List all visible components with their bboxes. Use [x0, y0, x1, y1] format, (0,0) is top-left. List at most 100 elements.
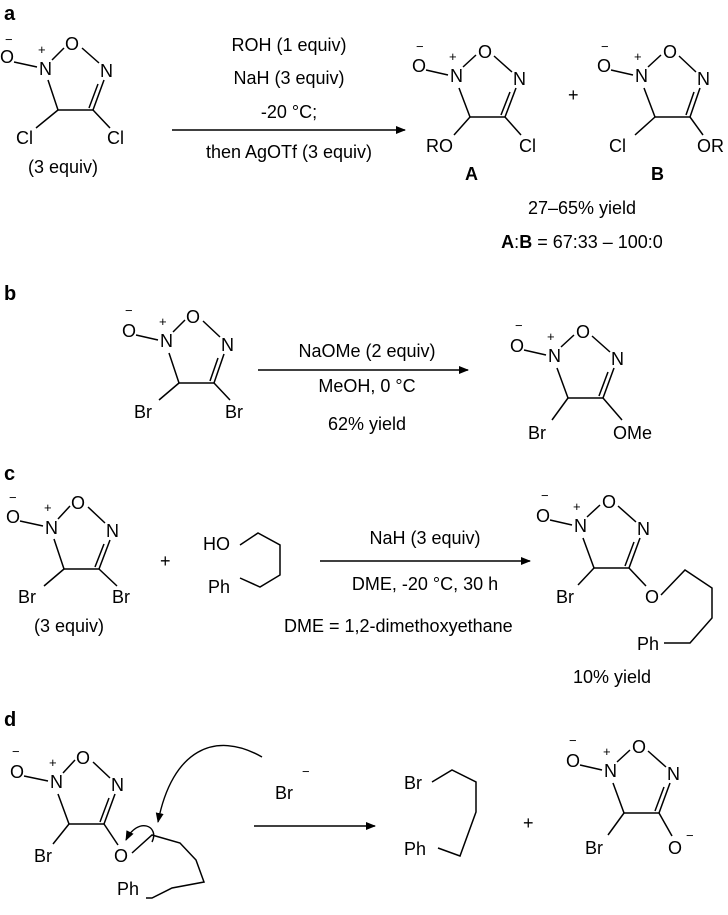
svg-text:OMe: OMe — [613, 423, 652, 443]
svg-text:N: N — [611, 349, 624, 369]
svg-text:−: − — [5, 32, 13, 47]
product-c: − O + N O N Br O Ph 10% yield — [536, 488, 713, 687]
panel-label-c: c — [4, 463, 15, 485]
svg-text:O: O — [10, 762, 24, 782]
svg-text:O: O — [186, 307, 200, 327]
svg-text:62% yield: 62% yield — [328, 414, 406, 434]
svg-text:Ph: Ph — [208, 577, 230, 597]
electron-arrow-cleavage — [125, 824, 155, 843]
equiv-label-c: (3 equiv) — [34, 616, 104, 636]
svg-text:−: − — [686, 828, 694, 843]
svg-text:Br: Br — [404, 773, 422, 793]
svg-text:O: O — [76, 748, 90, 768]
svg-text:N: N — [221, 335, 234, 355]
svg-text:O: O — [71, 493, 85, 513]
product-B: − O + N O N Cl OR B — [597, 39, 724, 184]
bromide-ion: Br − — [275, 764, 310, 803]
svg-text:Br: Br — [18, 587, 36, 607]
svg-text:Br: Br — [556, 587, 574, 607]
svg-text:MeOH, 0 °C: MeOH, 0 °C — [318, 376, 415, 396]
svg-text:+: + — [44, 500, 52, 515]
panel-b: b − O + N O N Br Br NaOMe (2 equiv) MeOH… — [4, 283, 652, 443]
svg-text:O: O — [478, 42, 492, 62]
svg-text:N: N — [697, 69, 710, 89]
svg-text:+: + — [159, 314, 167, 329]
svg-text:N: N — [450, 66, 463, 86]
product-b: − O + N O N Br OMe — [510, 318, 652, 443]
svg-text:O: O — [576, 322, 590, 342]
svg-text:+: + — [568, 85, 579, 105]
svg-text:−: − — [601, 39, 609, 54]
svg-text:O: O — [645, 587, 659, 607]
svg-text:−: − — [569, 733, 577, 748]
svg-text:+: + — [523, 813, 534, 833]
svg-text:Br: Br — [275, 783, 293, 803]
product-label-A: A — [465, 164, 478, 184]
electron-arrow-nucleophile — [155, 744, 263, 823]
svg-text:O: O — [122, 321, 136, 341]
svg-text:N: N — [604, 761, 617, 781]
svg-text:N: N — [111, 775, 124, 795]
dme-note: DME = 1,2-dimethoxyethane — [284, 616, 513, 636]
svg-text:O: O — [6, 507, 20, 527]
svg-text:N: N — [667, 764, 680, 784]
svg-text:Cl: Cl — [107, 128, 124, 148]
svg-text:DME, -20 °C, 30 h: DME, -20 °C, 30 h — [352, 574, 498, 594]
svg-text:Br: Br — [34, 846, 52, 866]
svg-text:Br: Br — [225, 402, 243, 422]
svg-text:O: O — [536, 506, 550, 526]
svg-text:−: − — [541, 488, 549, 503]
svg-text:O: O — [597, 56, 611, 76]
svg-text:N: N — [45, 518, 58, 538]
svg-text:+: + — [573, 499, 581, 514]
svg-text:Br: Br — [134, 402, 152, 422]
svg-text:−: − — [9, 490, 17, 505]
alcohol-c: HO Ph — [203, 532, 281, 597]
furoxan-start-a: O N + − O N Cl Cl (3 equiv) — [0, 32, 124, 177]
svg-text:+: + — [603, 744, 611, 759]
svg-text:Br: Br — [112, 587, 130, 607]
panel-label-b: b — [4, 283, 16, 305]
svg-text:OR: OR — [697, 136, 724, 156]
svg-text:O: O — [114, 846, 128, 866]
panel-label-a: a — [4, 3, 16, 25]
svg-text:O: O — [412, 56, 426, 76]
product-A: − O + N O N RO Cl A — [412, 39, 536, 184]
svg-text:N: N — [50, 772, 63, 792]
yield-c: 10% yield — [573, 667, 651, 687]
svg-text:−: − — [302, 764, 310, 779]
svg-text:O: O — [663, 42, 677, 62]
ratio-a: A:B = 67:33 – 100:0 — [501, 232, 663, 252]
svg-text:N: N — [106, 521, 119, 541]
svg-text:O: O — [566, 751, 580, 771]
svg-text:+: + — [49, 755, 57, 770]
panel-c: c − O + N O N Br Br (3 equiv) + HO Ph — [4, 463, 713, 687]
product-label-B: B — [651, 164, 664, 184]
svg-text:Ph: Ph — [637, 634, 659, 654]
svg-text:Ph: Ph — [404, 839, 426, 859]
furoxan-start-c: − O + N O N Br Br (3 equiv) — [6, 490, 130, 636]
svg-text:ROH (1 equiv): ROH (1 equiv) — [231, 35, 346, 55]
equiv-label-a: (3 equiv) — [28, 157, 98, 177]
svg-text:Cl: Cl — [609, 136, 626, 156]
svg-text:−: − — [12, 744, 20, 759]
svg-text:+: + — [634, 49, 642, 64]
yield-a: 27–65% yield — [528, 198, 636, 218]
svg-text:O: O — [0, 47, 14, 67]
svg-text:−: − — [416, 39, 424, 54]
svg-text:+: + — [160, 551, 171, 571]
svg-text:N: N — [637, 519, 650, 539]
furoxanolate-product: − O + N O N Br O − — [566, 733, 694, 858]
svg-text:Ph: Ph — [117, 879, 139, 899]
bromoalkane-product: Br Ph — [404, 769, 477, 859]
svg-text:then AgOTf (3 equiv): then AgOTf (3 equiv) — [206, 142, 372, 162]
svg-text:+: + — [449, 49, 457, 64]
svg-text:N: N — [548, 346, 561, 366]
svg-text:N: N — [160, 331, 173, 351]
svg-text:Br: Br — [528, 423, 546, 443]
svg-text:NaH (3 equiv): NaH (3 equiv) — [233, 68, 344, 88]
svg-text:N: N — [635, 66, 648, 86]
svg-text:O: O — [510, 336, 524, 356]
svg-text:RO: RO — [426, 136, 453, 156]
